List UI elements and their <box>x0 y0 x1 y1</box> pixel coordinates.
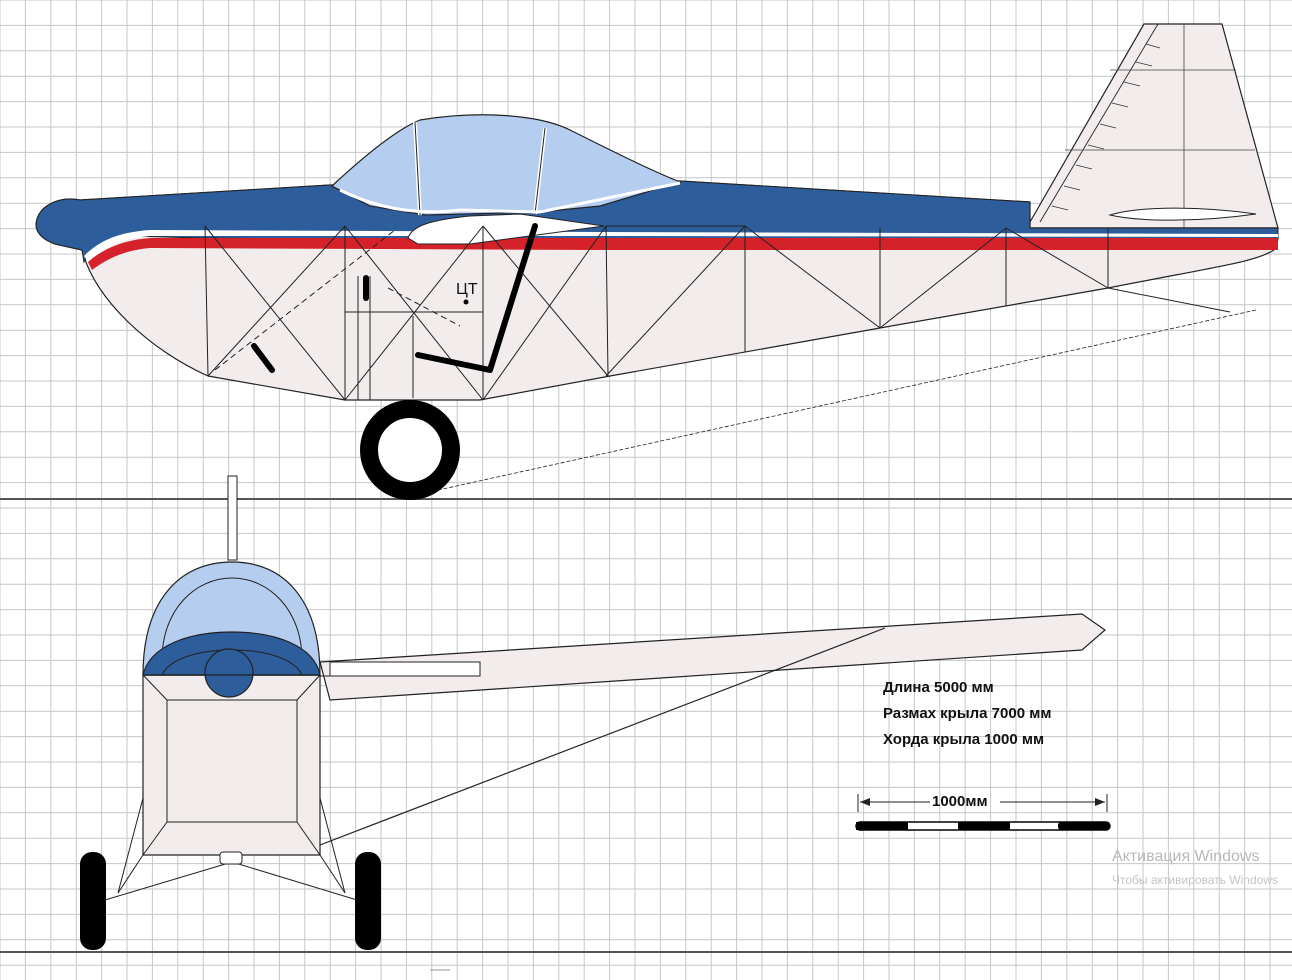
scale-bar <box>855 794 1111 831</box>
wheel-left-front <box>80 852 106 950</box>
side-view <box>35 23 1279 500</box>
wing-front <box>319 613 1106 701</box>
gear-strut-left <box>104 861 233 901</box>
main-gear-leg <box>415 223 538 373</box>
fuselage-front-edge <box>296 821 321 856</box>
spinner-front <box>204 648 254 698</box>
scale-label: 1000мм <box>932 793 988 810</box>
tail-wheel-front <box>219 851 243 865</box>
strut-dashed <box>387 287 461 327</box>
tail-leading-edge-hatch <box>1051 43 1161 211</box>
canopy-front-frame <box>161 577 303 661</box>
watermark-subtitle: Чтобы активировать Windows <box>1112 873 1278 887</box>
canopy-frame <box>534 127 546 215</box>
cg-marker <box>463 299 469 305</box>
gear-brace-right <box>319 854 346 894</box>
wing-strut-front <box>319 627 886 846</box>
canopy-frame <box>414 121 421 216</box>
gear-leg-right <box>319 797 346 894</box>
wing-flap-front <box>329 661 481 677</box>
cg-label: ЦТ <box>456 281 478 298</box>
watermark-title: Активация Windows <box>1112 848 1260 865</box>
main-wheel-side <box>360 400 460 500</box>
fuselage-front-inner <box>166 699 298 823</box>
wheel-right-front <box>355 852 381 950</box>
cheat-line-red <box>88 238 1278 270</box>
strut-dashed <box>214 229 396 371</box>
spec-span: Размах крыла 7000 мм <box>883 705 1052 722</box>
tail-edge-line <box>1039 23 1159 223</box>
gear-strut-right <box>231 861 358 901</box>
fuselage-front <box>142 674 321 856</box>
fuselage-front-edge <box>142 674 168 701</box>
wing-root-side <box>407 213 605 245</box>
spec-chord: Хорда крыла 1000 мм <box>883 731 1045 748</box>
cheat-line-white <box>84 230 1278 262</box>
spec-length: Длина 5000 мм <box>883 679 994 696</box>
front-view <box>80 475 1106 950</box>
fuselage-front-edge <box>296 674 321 701</box>
gear-leg-left <box>117 797 144 894</box>
tail-wheel-strut <box>1107 287 1231 313</box>
throttle-lever <box>251 343 275 373</box>
stabilizer-side <box>1108 207 1257 221</box>
fuselage-truss <box>204 225 1109 401</box>
gear-brace-left <box>117 854 144 894</box>
ground-line <box>419 309 1257 495</box>
canopy-sill <box>339 181 681 214</box>
fuselage-front-edge <box>142 821 168 856</box>
antenna <box>227 475 238 561</box>
